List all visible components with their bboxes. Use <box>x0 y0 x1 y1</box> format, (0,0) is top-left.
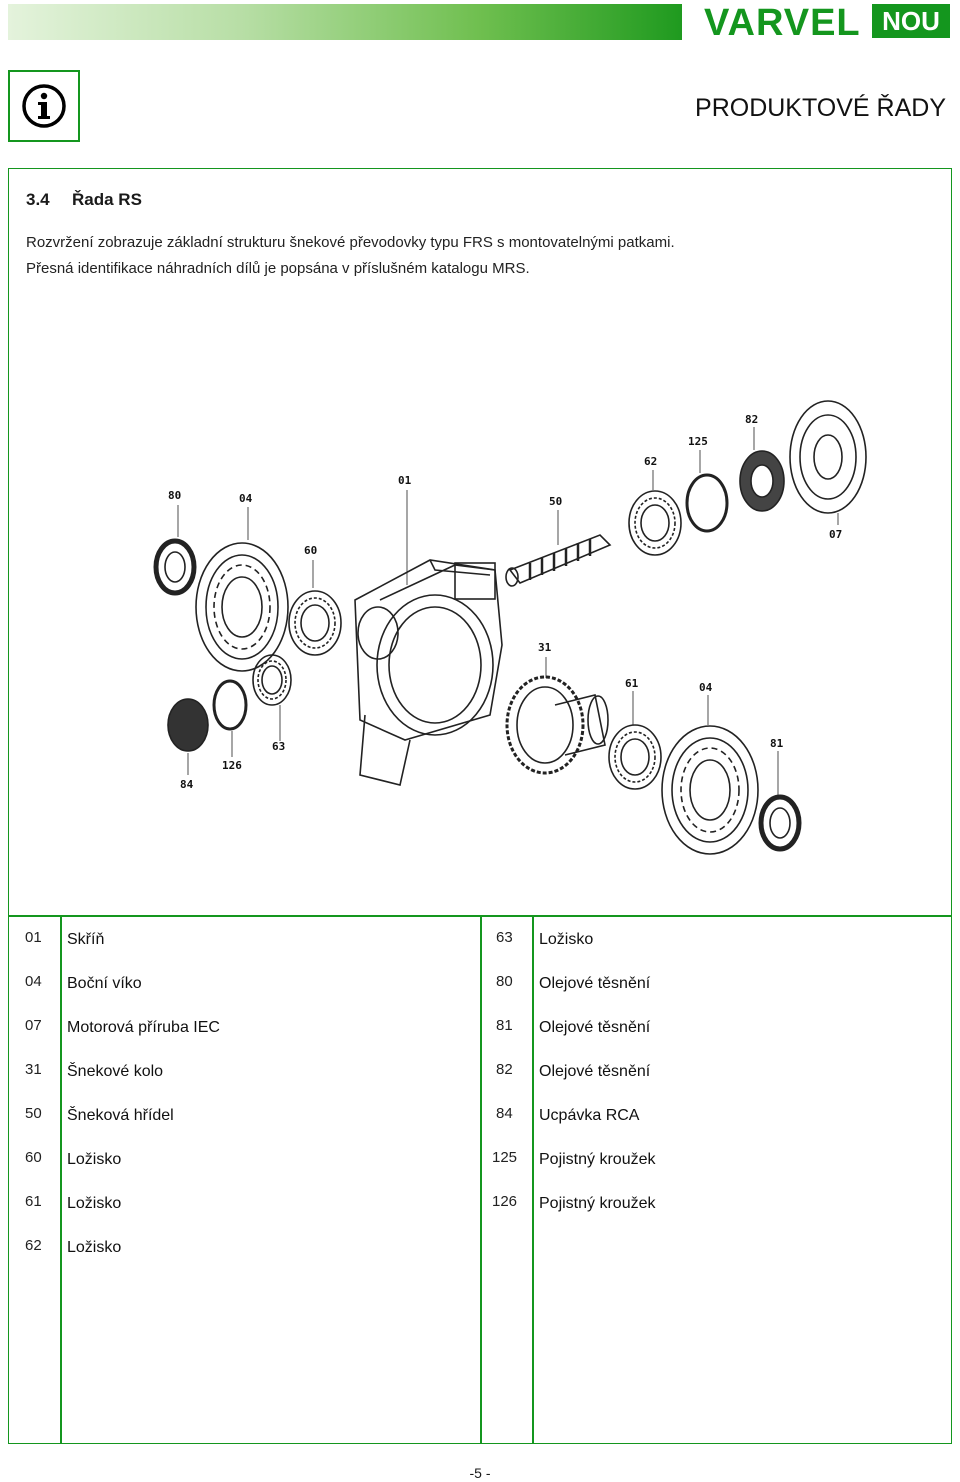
part-code: 04 <box>25 973 42 990</box>
section-name: Řada RS <box>72 190 142 209</box>
section-paragraph-line1: Rozvržení zobrazuje základní strukturu š… <box>26 234 675 251</box>
part-name: Olejové těsnění <box>539 1063 651 1080</box>
diagram-label: 07 <box>829 528 842 541</box>
part-name: Boční víko <box>67 975 142 992</box>
part-01-housing <box>354 559 503 786</box>
part-84-plug <box>167 698 209 752</box>
diagram-label: 60 <box>304 544 317 557</box>
part-name: Ložisko <box>539 931 594 948</box>
part-07-motor-flange <box>789 400 867 514</box>
part-name: Pojistný kroužek <box>539 1195 656 1212</box>
part-code: 31 <box>25 1061 42 1078</box>
parts-table-divider <box>532 915 534 1444</box>
diagram-label: 84 <box>180 778 194 791</box>
diagram-label: 31 <box>538 641 552 654</box>
diagram-label: 01 <box>398 474 412 487</box>
part-name: Šneková hřídel <box>67 1107 174 1124</box>
diagram-label: 04 <box>239 492 253 505</box>
diagram-label: 04 <box>699 681 713 694</box>
part-81-seal <box>758 794 802 852</box>
part-code: 62 <box>25 1237 42 1254</box>
exploded-gearbox-diagram: 80 04 01 50 62 125 82 07 60 31 61 04 81 … <box>153 400 867 855</box>
part-name: Šnekové kolo <box>67 1063 164 1080</box>
part-code: 84 <box>496 1105 513 1122</box>
diagram-label: 82 <box>745 413 758 426</box>
parts-table-divider <box>60 915 62 1444</box>
part-62-bearing <box>628 490 682 556</box>
part-63-bearing <box>252 654 292 706</box>
part-name: Skříň <box>67 931 105 948</box>
diagram-label: 50 <box>549 495 562 508</box>
part-code: 61 <box>25 1193 42 1210</box>
part-82-seal <box>739 450 785 512</box>
part-code: 01 <box>25 929 42 946</box>
section-paragraph-line2: Přesná identifikace náhradních dílů je p… <box>26 260 530 277</box>
section-number: 3.4 <box>26 190 50 209</box>
part-name: Pojistný kroužek <box>539 1151 656 1168</box>
info-box <box>8 70 80 142</box>
part-code: 07 <box>25 1017 42 1034</box>
page-heading: PRODUKTOVÉ ŘADY <box>695 94 946 122</box>
part-name: Olejové těsnění <box>539 975 651 992</box>
diagram-label: 126 <box>222 759 242 772</box>
diagram-label: 63 <box>272 740 285 753</box>
part-61-bearing <box>608 724 662 790</box>
part-name: Olejové těsnění <box>539 1019 651 1036</box>
part-04-left-cover <box>195 542 289 672</box>
diagram-label: 81 <box>770 737 784 750</box>
part-name: Motorová příruba IEC <box>67 1019 220 1036</box>
part-60-bearing <box>288 590 342 656</box>
diagram-label: 125 <box>688 435 708 448</box>
diagram-label: 80 <box>168 489 181 502</box>
page-number: -5 - <box>469 1465 491 1481</box>
part-code: 60 <box>25 1149 42 1166</box>
part-name: Ložisko <box>67 1239 122 1256</box>
brand-logo: VARVEL <box>704 2 861 44</box>
part-code: 81 <box>496 1017 513 1034</box>
part-name: Ucpávka RCA <box>539 1107 640 1124</box>
header-gradient-bar <box>8 4 682 40</box>
part-code: 63 <box>496 929 513 946</box>
parts-table-divider <box>480 915 482 1444</box>
diagram-label: 62 <box>644 455 657 468</box>
part-50-worm-shaft <box>505 534 612 587</box>
part-31-worm-wheel <box>505 675 609 775</box>
part-126-circlip <box>212 679 248 731</box>
diagram-label: 61 <box>625 677 639 690</box>
section-title: 3.4 Řada RS <box>26 190 142 210</box>
part-code: 50 <box>25 1105 42 1122</box>
part-04-right-cover <box>661 725 759 855</box>
nou-badge: NOU <box>872 4 950 38</box>
part-code: 80 <box>496 973 513 990</box>
part-name: Ložisko <box>67 1195 122 1212</box>
part-code: 125 <box>492 1149 518 1166</box>
part-code: 126 <box>492 1193 518 1210</box>
part-code: 82 <box>496 1061 513 1078</box>
info-icon <box>22 84 66 128</box>
part-80-seal <box>153 538 197 596</box>
part-name: Ložisko <box>67 1151 122 1168</box>
part-125-circlip <box>685 473 729 533</box>
